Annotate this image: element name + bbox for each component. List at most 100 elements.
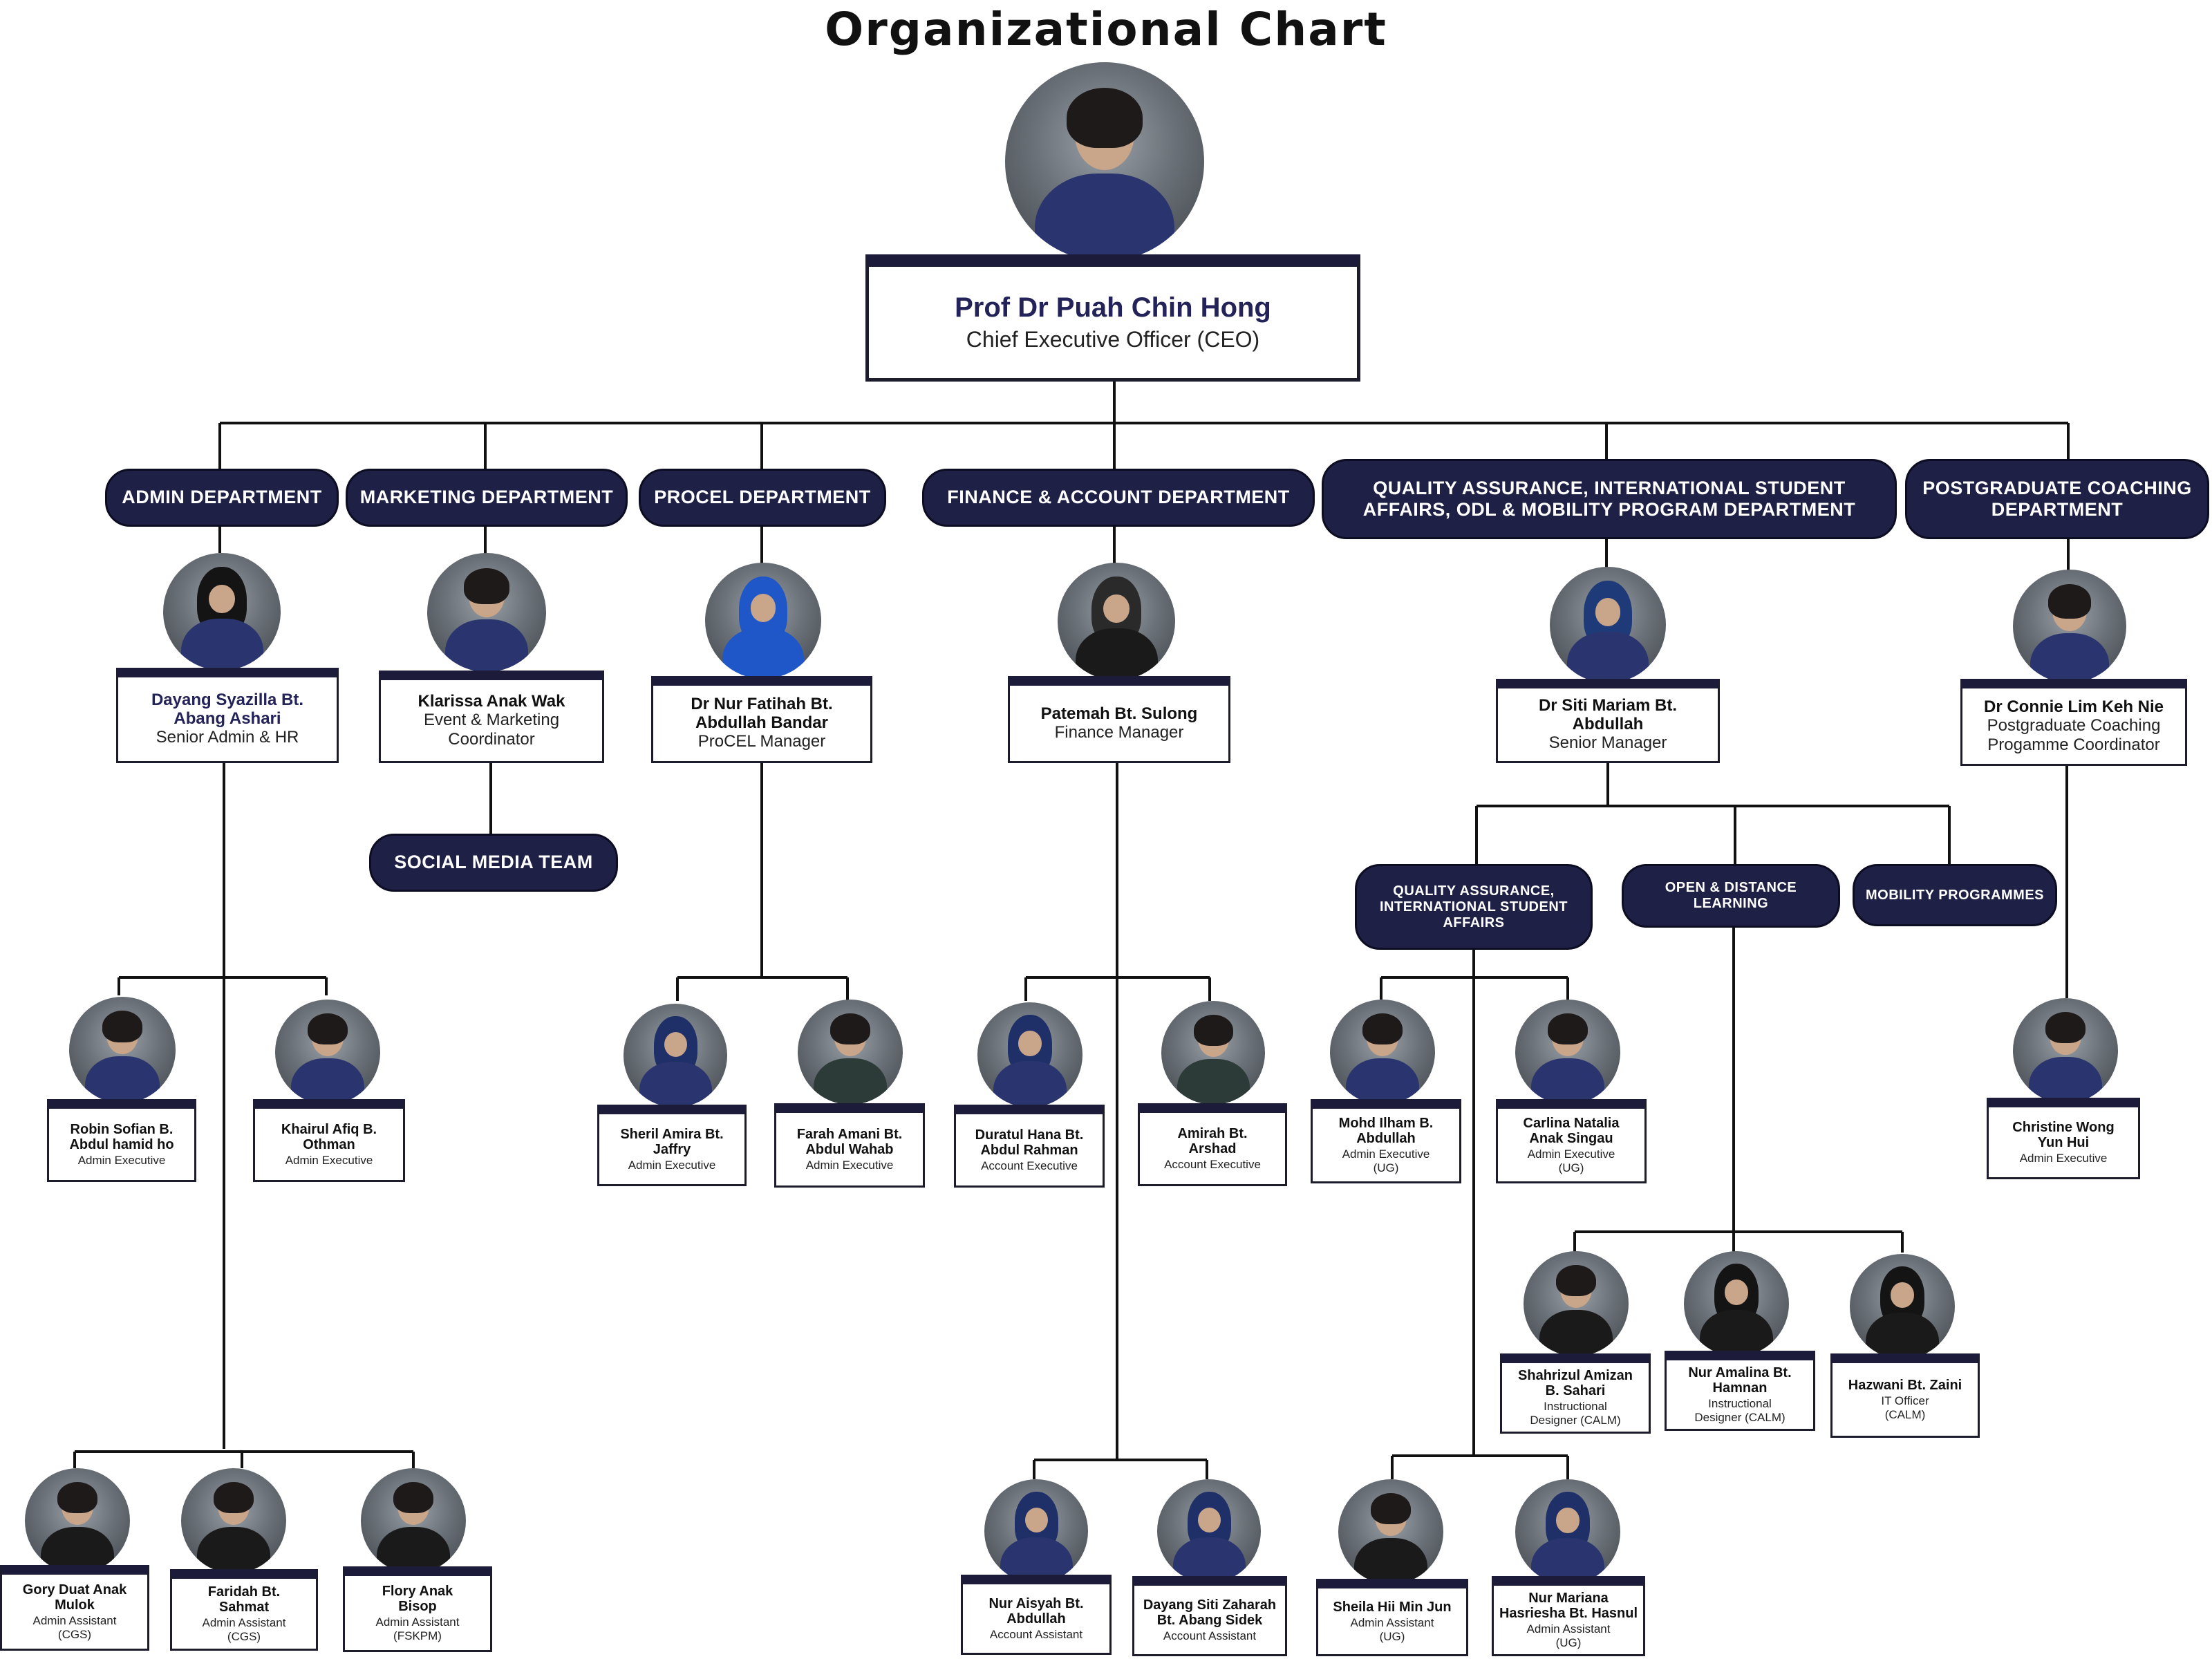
manager-marketing-name: Klarissa Anak Wak — [418, 691, 565, 711]
manager-procel-name: Dr Nur Fatihah Bt. Abdullah Bandar — [691, 695, 833, 732]
staff-role: Instructional Designer (CALM) — [1530, 1399, 1621, 1427]
staff-role: Account Assistant — [989, 1627, 1083, 1641]
manager-qa-role: Senior Manager — [1548, 733, 1667, 753]
staff-card: Mohd Ilham B. Abdullah Admin Executive (… — [1311, 1099, 1461, 1183]
staff-name: Flory Anak Bisop — [382, 1583, 453, 1614]
unit-open-distance-learning: OPEN & DISTANCE LEARNING — [1622, 864, 1840, 928]
staff-role: Admin Executive (UG) — [1342, 1147, 1430, 1174]
unit-quality-assurance: QUALITY ASSURANCE, INTERNATIONAL STUDENT… — [1355, 864, 1593, 950]
manager-postgrad-name: Dr Connie Lim Keh Nie — [1983, 697, 2164, 716]
staff-photo — [984, 1479, 1088, 1583]
dept-admin: ADMIN DEPARTMENT — [105, 469, 339, 527]
staff-photo — [1157, 1479, 1261, 1583]
manager-finance-name: Patemah Bt. Sulong — [1040, 704, 1198, 723]
staff-role: Admin Assistant (CGS) — [202, 1615, 286, 1643]
staff-name: Sheril Amira Bt. Jaffry — [620, 1126, 724, 1157]
staff-role: Account Executive — [1164, 1157, 1261, 1171]
staff-card: Flory Anak Bisop Admin Assistant (FSKPM) — [343, 1566, 492, 1652]
staff-card: Farah Amani Bt. Abdul Wahab Admin Execut… — [774, 1103, 925, 1188]
staff-name: Khairul Afiq B. Othman — [281, 1121, 377, 1152]
staff-photo — [624, 1004, 727, 1107]
manager-postgrad-card: Dr Connie Lim Keh Nie Postgraduate Coach… — [1960, 679, 2187, 766]
manager-admin-photo — [163, 553, 281, 671]
staff-role: Admin Executive — [805, 1158, 894, 1172]
staff-name: Dayang Siti Zaharah Bt. Abang Sidek — [1143, 1597, 1277, 1628]
staff-role: Instructional Designer (CALM) — [1694, 1396, 1785, 1424]
staff-photo — [361, 1468, 466, 1573]
staff-role: Admin Executive — [2019, 1151, 2108, 1165]
staff-photo — [1330, 1000, 1435, 1105]
staff-name: Hazwani Bt. Zaini — [1848, 1377, 1962, 1393]
staff-name: Faridah Bt. Sahmat — [207, 1584, 281, 1615]
staff-name: Mohd Ilham B. Abdullah — [1338, 1115, 1434, 1146]
staff-photo — [1850, 1254, 1955, 1359]
manager-qa-name: Dr Siti Mariam Bt. Abdullah — [1538, 696, 1678, 733]
staff-card: Dayang Siti Zaharah Bt. Abang Sidek Acco… — [1132, 1576, 1287, 1656]
staff-role: Admin Assistant (CGS) — [32, 1613, 117, 1641]
staff-role: Admin Assistant (FSKPM) — [375, 1615, 460, 1642]
staff-card: Shahrizul Amizan B. Sahari Instructional… — [1500, 1353, 1651, 1434]
staff-photo — [1515, 1000, 1620, 1105]
staff-name: Nur Amalina Bt. Hamnan — [1688, 1365, 1792, 1396]
chart-title: Organizational Chart — [825, 3, 1387, 56]
staff-card: Nur Mariana Hasriesha Bt. Hasnul Admin A… — [1492, 1576, 1645, 1656]
staff-name: Shahrizul Amizan B. Sahari — [1518, 1367, 1633, 1398]
dept-marketing: MARKETING DEPARTMENT — [346, 469, 628, 527]
staff-card: Hazwani Bt. Zaini IT Officer (CALM) — [1830, 1353, 1980, 1438]
staff-card: Nur Aisyah Bt. Abdullah Account Assistan… — [961, 1575, 1112, 1655]
dept-finance: FINANCE & ACCOUNT DEPARTMENT — [922, 469, 1315, 527]
manager-procel-card: Dr Nur Fatihah Bt. Abdullah Bandar ProCE… — [651, 676, 872, 763]
manager-admin-card: Dayang Syazilla Bt. Abang Ashari Senior … — [116, 668, 339, 763]
staff-photo — [1684, 1251, 1789, 1356]
staff-photo — [1338, 1479, 1443, 1584]
staff-card: Sheila Hii Min Jun Admin Assistant (UG) — [1316, 1579, 1468, 1656]
staff-card: Sheril Amira Bt. Jaffry Admin Executive — [597, 1105, 747, 1186]
staff-role: Account Executive — [981, 1159, 1078, 1172]
staff-name: Duratul Hana Bt. Abdul Rahman — [975, 1127, 1084, 1158]
manager-postgrad-role: Postgraduate Coaching Progamme Coordinat… — [1987, 716, 2161, 754]
dept-postgrad: POSTGRADUATE COACHING DEPARTMENT — [1905, 459, 2209, 539]
ceo-role: Chief Executive Officer (CEO) — [966, 327, 1260, 353]
staff-photo — [25, 1468, 130, 1573]
staff-name: Sheila Hii Min Jun — [1333, 1599, 1452, 1615]
staff-photo — [1161, 1001, 1265, 1105]
manager-admin-name: Dayang Syazilla Bt. Abang Ashari — [151, 691, 304, 728]
manager-marketing-role: Event & Marketing Coordinator — [423, 711, 560, 749]
staff-role: Admin Assistant (UG) — [1526, 1622, 1611, 1649]
staff-card: Robin Sofian B. Abdul hamid ho Admin Exe… — [47, 1099, 196, 1182]
staff-card: Christine Wong Yun Hui Admin Executive — [1987, 1098, 2140, 1179]
staff-photo — [181, 1468, 286, 1573]
ceo-photo — [1005, 62, 1204, 261]
staff-name: Carlina Natalia Anak Singau — [1523, 1115, 1620, 1146]
staff-name: Farah Amani Bt. Abdul Wahab — [796, 1126, 903, 1157]
dept-qa: QUALITY ASSURANCE, INTERNATIONAL STUDENT… — [1322, 459, 1897, 539]
manager-marketing-photo — [427, 553, 546, 672]
staff-name: Robin Sofian B. Abdul hamid ho — [69, 1121, 174, 1152]
staff-role: Admin Executive — [77, 1153, 166, 1167]
manager-admin-role: Senior Admin & HR — [156, 728, 299, 747]
ceo-card: Prof Dr Puah Chin Hong Chief Executive O… — [865, 254, 1360, 382]
staff-role: Account Assistant — [1163, 1629, 1257, 1642]
staff-photo — [1515, 1479, 1620, 1584]
manager-procel-role: ProCEL Manager — [697, 732, 826, 751]
staff-photo — [2013, 998, 2118, 1103]
staff-role: Admin Assistant (UG) — [1350, 1615, 1434, 1643]
manager-finance-photo — [1058, 563, 1175, 680]
staff-card: Nur Amalina Bt. Hamnan Instructional Des… — [1665, 1351, 1815, 1431]
staff-name: Amirah Bt. Arshad — [1177, 1125, 1248, 1156]
unit-mobility-programmes: MOBILITY PROGRAMMES — [1853, 864, 2057, 926]
staff-role: Admin Executive (UG) — [1527, 1147, 1615, 1174]
staff-name: Christine Wong Yun Hui — [2012, 1119, 2115, 1150]
staff-card: Gory Duat Anak Mulok Admin Assistant (CG… — [0, 1565, 149, 1651]
staff-photo — [977, 1002, 1082, 1107]
staff-photo — [275, 1000, 380, 1105]
manager-finance-role: Finance Manager — [1054, 722, 1184, 742]
staff-card: Amirah Bt. Arshad Account Executive — [1138, 1103, 1287, 1186]
social-media-team: SOCIAL MEDIA TEAM — [369, 834, 618, 892]
manager-finance-card: Patemah Bt. Sulong Finance Manager — [1008, 676, 1230, 763]
dept-procel: PROCEL DEPARTMENT — [639, 469, 886, 527]
ceo-name: Prof Dr Puah Chin Hong — [955, 292, 1271, 324]
staff-card: Carlina Natalia Anak Singau Admin Execut… — [1496, 1099, 1647, 1183]
manager-procel-photo — [705, 563, 821, 679]
